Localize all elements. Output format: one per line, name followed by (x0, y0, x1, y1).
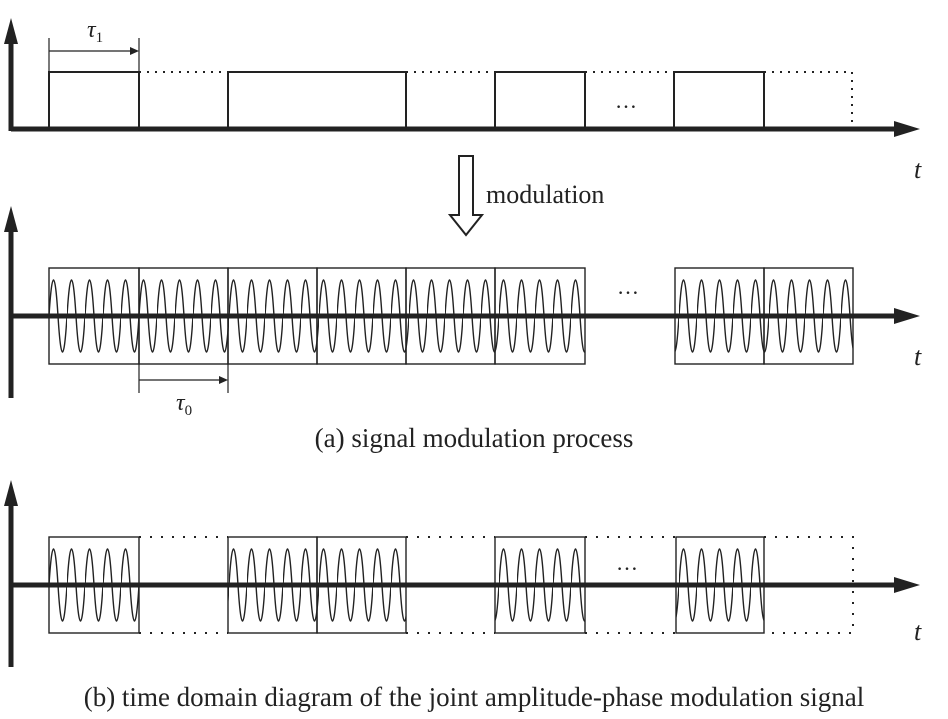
t-axis-label-1: t (914, 155, 922, 184)
tau0-dimension-arrowhead (219, 376, 228, 384)
carrier-panel: τ0 … t (4, 206, 922, 419)
tau1-dimension-arrowhead (130, 47, 139, 55)
y-axis-1-arrowhead (4, 18, 18, 44)
modulated-symbol-boxes (48, 536, 765, 634)
caption-b: (b) time domain diagram of the joint amp… (84, 682, 865, 712)
t-axis-label-2: t (914, 342, 922, 371)
ellipsis-2: … (617, 274, 639, 299)
t-axis-label-3: t (914, 617, 922, 646)
tau0-label: τ0 (176, 390, 192, 419)
modulated-sine-4 (676, 537, 764, 633)
y-axis-2-arrowhead (4, 206, 18, 232)
modulation-arrow-group: modulation (447, 155, 604, 237)
pulse-train-panel: τ1 … t (4, 17, 922, 184)
modulated-sine-1 (49, 537, 139, 633)
modulated-signal-panel: … t (4, 480, 922, 667)
empty-slot-dotted-outline (139, 536, 854, 634)
modulation-label: modulation (486, 180, 604, 209)
pulse-waveform (48, 71, 765, 129)
tau1-label: τ1 (87, 17, 103, 46)
x-axis-2-arrowhead (894, 308, 920, 324)
x-axis-3-arrowhead (894, 577, 920, 593)
down-arrow-outline-icon (447, 155, 485, 237)
ellipsis-1: … (615, 88, 637, 113)
carrier-symbol-boxes (48, 267, 854, 365)
ellipsis-3: … (616, 550, 638, 575)
x-axis-1-arrowhead (894, 121, 920, 137)
modulated-sine-3 (495, 537, 585, 633)
y-axis-3-arrowhead (4, 480, 18, 506)
caption-a: (a) signal modulation process (315, 423, 634, 453)
